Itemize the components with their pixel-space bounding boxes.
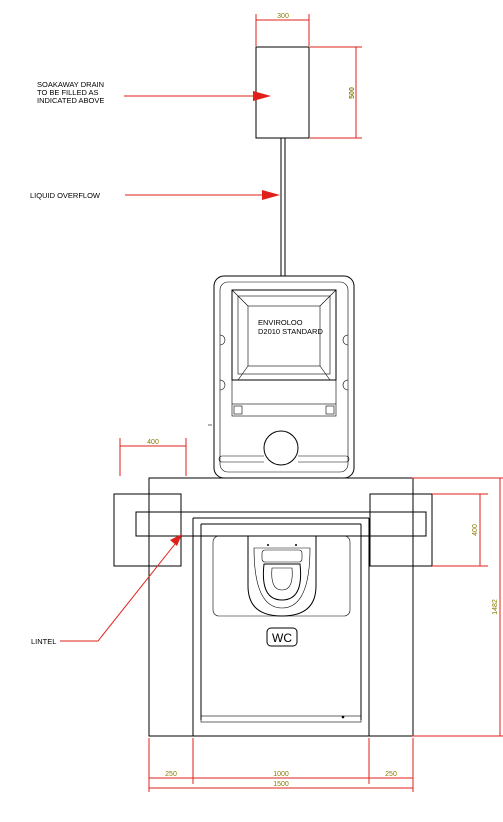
- dim-side-left: 250: [165, 771, 177, 778]
- dim-middle: 1000: [273, 771, 289, 778]
- label-soakaway-2: TO BE FILLED AS: [37, 88, 99, 97]
- label-soakaway-1: SOAKAWAY DRAIN: [37, 80, 104, 89]
- dim-soakaway-height: 500: [349, 87, 356, 99]
- dim-side-right: 250: [385, 771, 397, 778]
- label-wc: WC: [272, 631, 292, 645]
- dim-soakaway-width: 300: [277, 13, 289, 20]
- label-lintel: LINTEL: [31, 637, 56, 646]
- wc-sign: [266, 627, 298, 647]
- arrow-head-soakaway: [253, 91, 271, 101]
- soakaway-drain-box: [255, 46, 310, 139]
- arrow-lintel: [60, 543, 176, 642]
- dim-pier-height: 400: [472, 524, 479, 536]
- label-liquid-overflow: LIQUID OVERFLOW: [30, 191, 101, 200]
- arrow-head-liquid-overflow: [262, 190, 280, 200]
- dim-pier-width: 400: [147, 439, 159, 446]
- dim-overall-height: 1482: [492, 599, 499, 615]
- dim-overall-width: 1500: [273, 781, 289, 788]
- label-soakaway-3: INDICATED ABOVE: [37, 96, 104, 105]
- enviroloo-tank: [213, 275, 355, 479]
- arrow-head-lintel: [170, 534, 182, 546]
- toilet-structure: [113, 477, 433, 737]
- label-enviroloo-1: ENVIROLOO: [258, 318, 303, 327]
- label-enviroloo-2: D2010 STANDARD: [258, 327, 323, 336]
